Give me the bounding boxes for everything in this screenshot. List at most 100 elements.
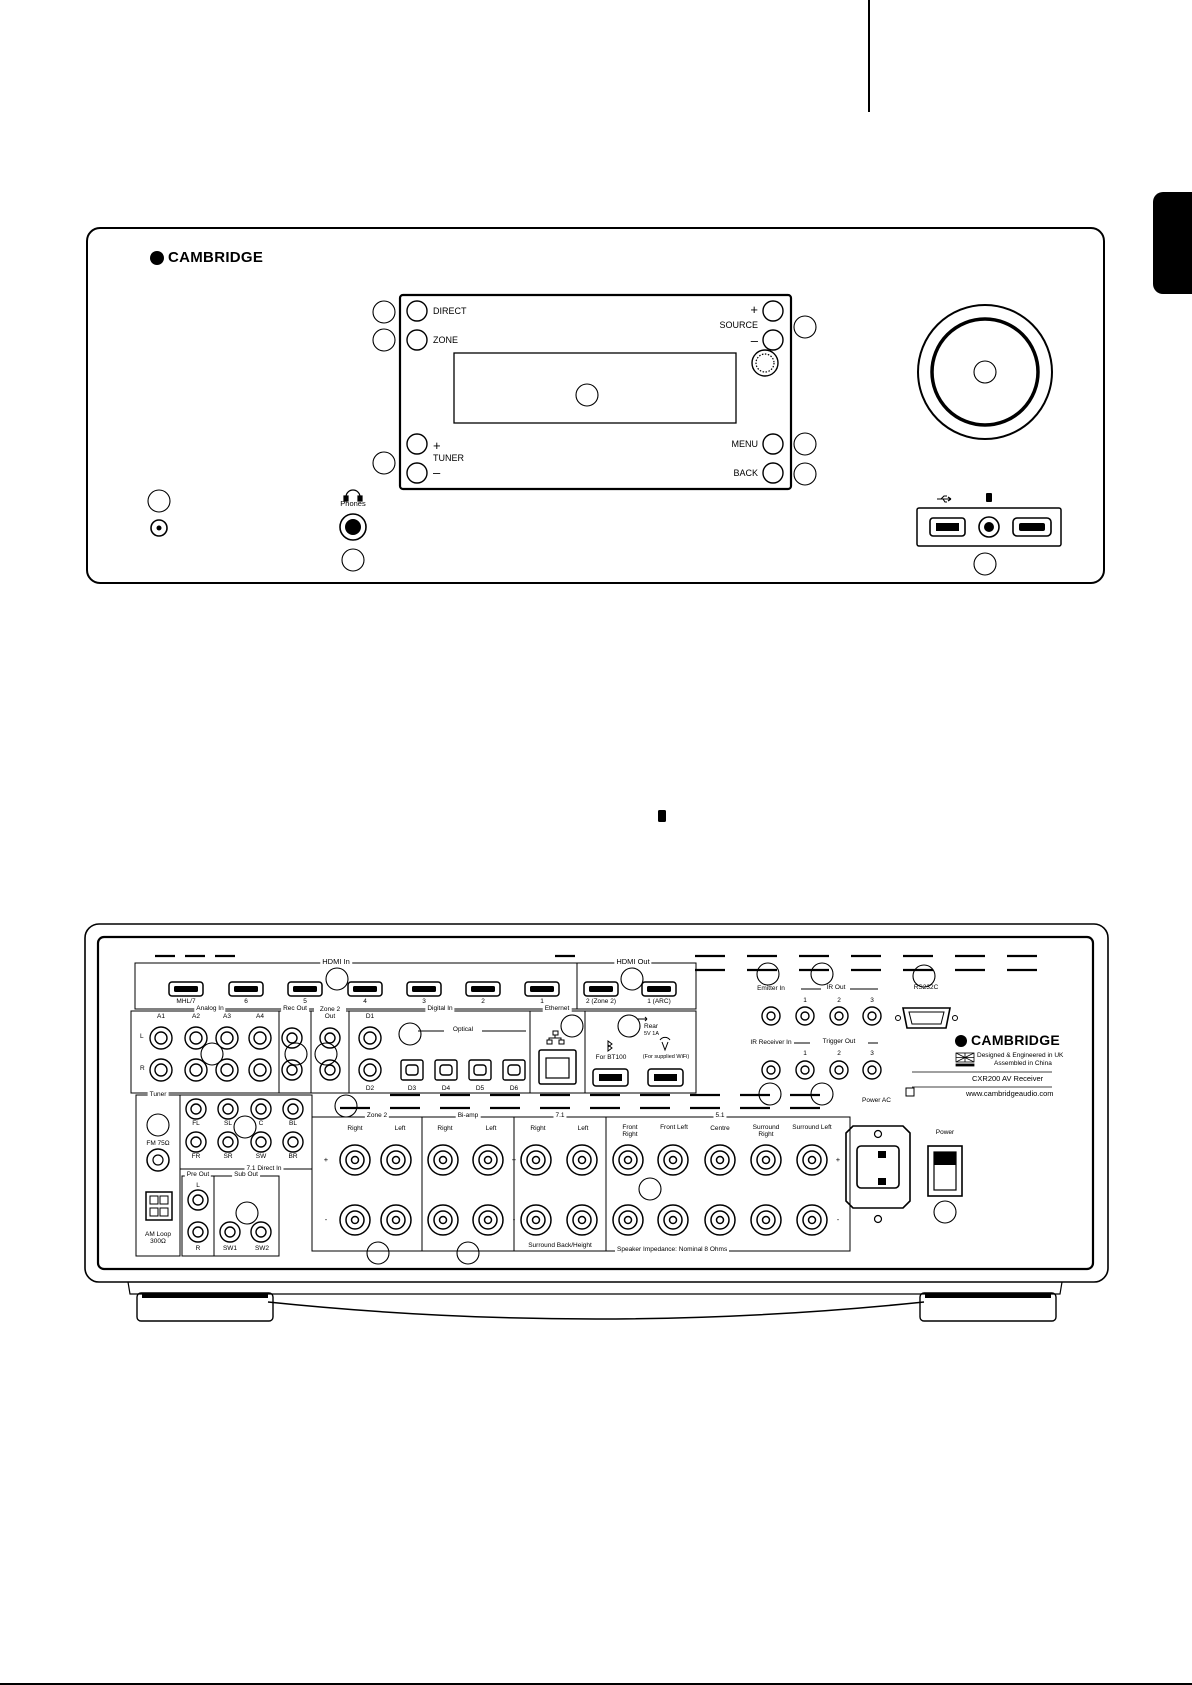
tuner-minus-label: –: [433, 465, 441, 480]
usb-icon: [937, 495, 952, 503]
front-aux-jack: [978, 516, 1000, 538]
tuner-label: TUNER: [433, 453, 464, 463]
fm-antenna-jack: [146, 1148, 170, 1172]
am-loop-terminal: [145, 1191, 173, 1221]
rear-callouts: [200, 962, 957, 1265]
front-hdmi-port: [1012, 517, 1052, 537]
display-window: [453, 352, 737, 424]
analog-channel-label: A1: [157, 1013, 165, 1020]
ir-out-title: IR Out: [826, 984, 846, 991]
surround-right-label: Surround Right: [752, 1124, 780, 1139]
page-rule: [0, 1683, 1192, 1685]
analog-channel-label: A2: [192, 1013, 200, 1020]
hdmi-in-ports: [168, 981, 560, 997]
hdmi-in-port-label: 3: [422, 998, 426, 1005]
ir-trigger-jacks: [761, 1006, 882, 1080]
s51-title: 5.1: [713, 1112, 727, 1120]
menu-label: MENU: [731, 439, 759, 449]
polarity-minus-label: -: [836, 1215, 840, 1224]
power-ac-label: Power AC: [862, 1097, 891, 1104]
brand-logo-icon: [150, 251, 164, 265]
analog-right-label: R: [140, 1065, 145, 1072]
ir-sensor: [751, 349, 779, 377]
speaker-right-label: Right: [347, 1125, 363, 1132]
zone2-out-title: Zone 2 Out: [314, 1006, 346, 1021]
source-label: SOURCE: [719, 320, 758, 330]
analog-channel-label: A3: [223, 1013, 231, 1020]
hdmi-in-port-label: 6: [244, 998, 248, 1005]
direct-in-label: BR: [288, 1153, 298, 1160]
page-tab: [1153, 192, 1192, 294]
front-brand-label: CAMBRIDGE: [168, 249, 264, 266]
direct-in-label: SW: [255, 1153, 267, 1160]
sub-out-port-label: SW2: [254, 1245, 270, 1252]
phones-label: Phones: [340, 499, 366, 508]
rec-out-title: Rec Out: [281, 1005, 309, 1013]
speaker-right-label: Right: [530, 1125, 546, 1132]
direct-in-label: FL: [192, 1120, 200, 1127]
polarity-plus-label: +: [511, 1155, 517, 1164]
hdmi-in-port-label: MHL/7: [176, 998, 196, 1005]
ir-out-port-label: 1: [803, 997, 807, 1004]
fm-label: FM 75Ω: [146, 1140, 170, 1147]
standby-button: [150, 519, 168, 537]
surround-left-label: Surround Left: [792, 1124, 832, 1131]
ir-out-port-label: 2: [837, 997, 841, 1004]
vent-slots: [155, 954, 1037, 1110]
rs232-port: [902, 1007, 951, 1029]
trigger-port-label: 1: [803, 1050, 807, 1057]
tuner-plus-label: +: [433, 438, 441, 453]
ethernet-port: [538, 1049, 577, 1085]
ir-receiver-label: IR Receiver In: [750, 1039, 792, 1046]
hdmi-out-title: HDMI Out: [614, 957, 652, 966]
pre-out-title: Pre Out: [184, 1171, 212, 1179]
emitter-in-label: Emitter In: [757, 985, 785, 992]
usb-rating-label: 5V 1A: [644, 1031, 659, 1037]
front-usb-port: [929, 517, 966, 537]
zone2-speaker-title: Zone 2: [364, 1112, 390, 1120]
rear-brand-label: CAMBRIDGE: [971, 1032, 1061, 1048]
sub-out-title: Sub Out: [232, 1171, 260, 1179]
aux-icon: [658, 810, 666, 822]
direct-in-title: 7.1 Direct In: [244, 1165, 284, 1173]
bluetooth-icon: [607, 1040, 613, 1052]
optical-ports: [400, 1059, 526, 1081]
optical-label: Optical: [452, 1026, 474, 1033]
polarity-plus-label: +: [835, 1155, 841, 1164]
sub-out-port-label: SW1: [222, 1245, 238, 1252]
analog-in-title: Analog In: [194, 1005, 226, 1013]
hdmi-out-port-label: 1 (ARC): [647, 998, 671, 1005]
sub-out-group: [213, 1175, 280, 1257]
power-switch: [927, 1145, 963, 1197]
surround-back-label: Surround Back/Height: [528, 1242, 592, 1249]
hdmi-in-title: HDMI In: [320, 957, 352, 966]
direct-in-jacks: [185, 1098, 304, 1153]
rs232-label: RS232C: [913, 984, 939, 991]
brand-logo-icon: [955, 1035, 967, 1047]
direct-label: DIRECT: [433, 306, 467, 316]
pre-out-l-label: L: [196, 1182, 200, 1189]
volume-knob: [917, 304, 1053, 440]
optical-port-label: D4: [441, 1085, 451, 1092]
speaker-left-label: Left: [577, 1125, 589, 1132]
trigger-port-label: 2: [837, 1050, 841, 1057]
tuner-title: Tuner: [147, 1091, 169, 1099]
direct-in-label: BL: [289, 1120, 297, 1127]
biamp-title: Bi-amp: [455, 1112, 481, 1120]
tuner-minus-button: [406, 462, 428, 484]
zone-button: [406, 329, 428, 351]
rca-jacks-analog: [149, 1026, 382, 1082]
speaker-left-label: Left: [485, 1125, 497, 1132]
s71-title: 7.1: [553, 1112, 567, 1120]
callouts: [147, 300, 997, 576]
optical-port-label: D6: [509, 1085, 519, 1092]
trigger-out-title: Trigger Out: [822, 1038, 856, 1045]
front-io-panel: [916, 507, 1062, 547]
usb-wifi-label: (For supplied WiFi): [642, 1054, 690, 1060]
wifi-icon: [659, 1036, 671, 1052]
am-label: AM Loop 300Ω: [144, 1231, 172, 1246]
rear-panel: [84, 923, 1109, 1322]
speaker-left-label: Left: [394, 1125, 406, 1132]
power-inlet: [845, 1125, 911, 1209]
